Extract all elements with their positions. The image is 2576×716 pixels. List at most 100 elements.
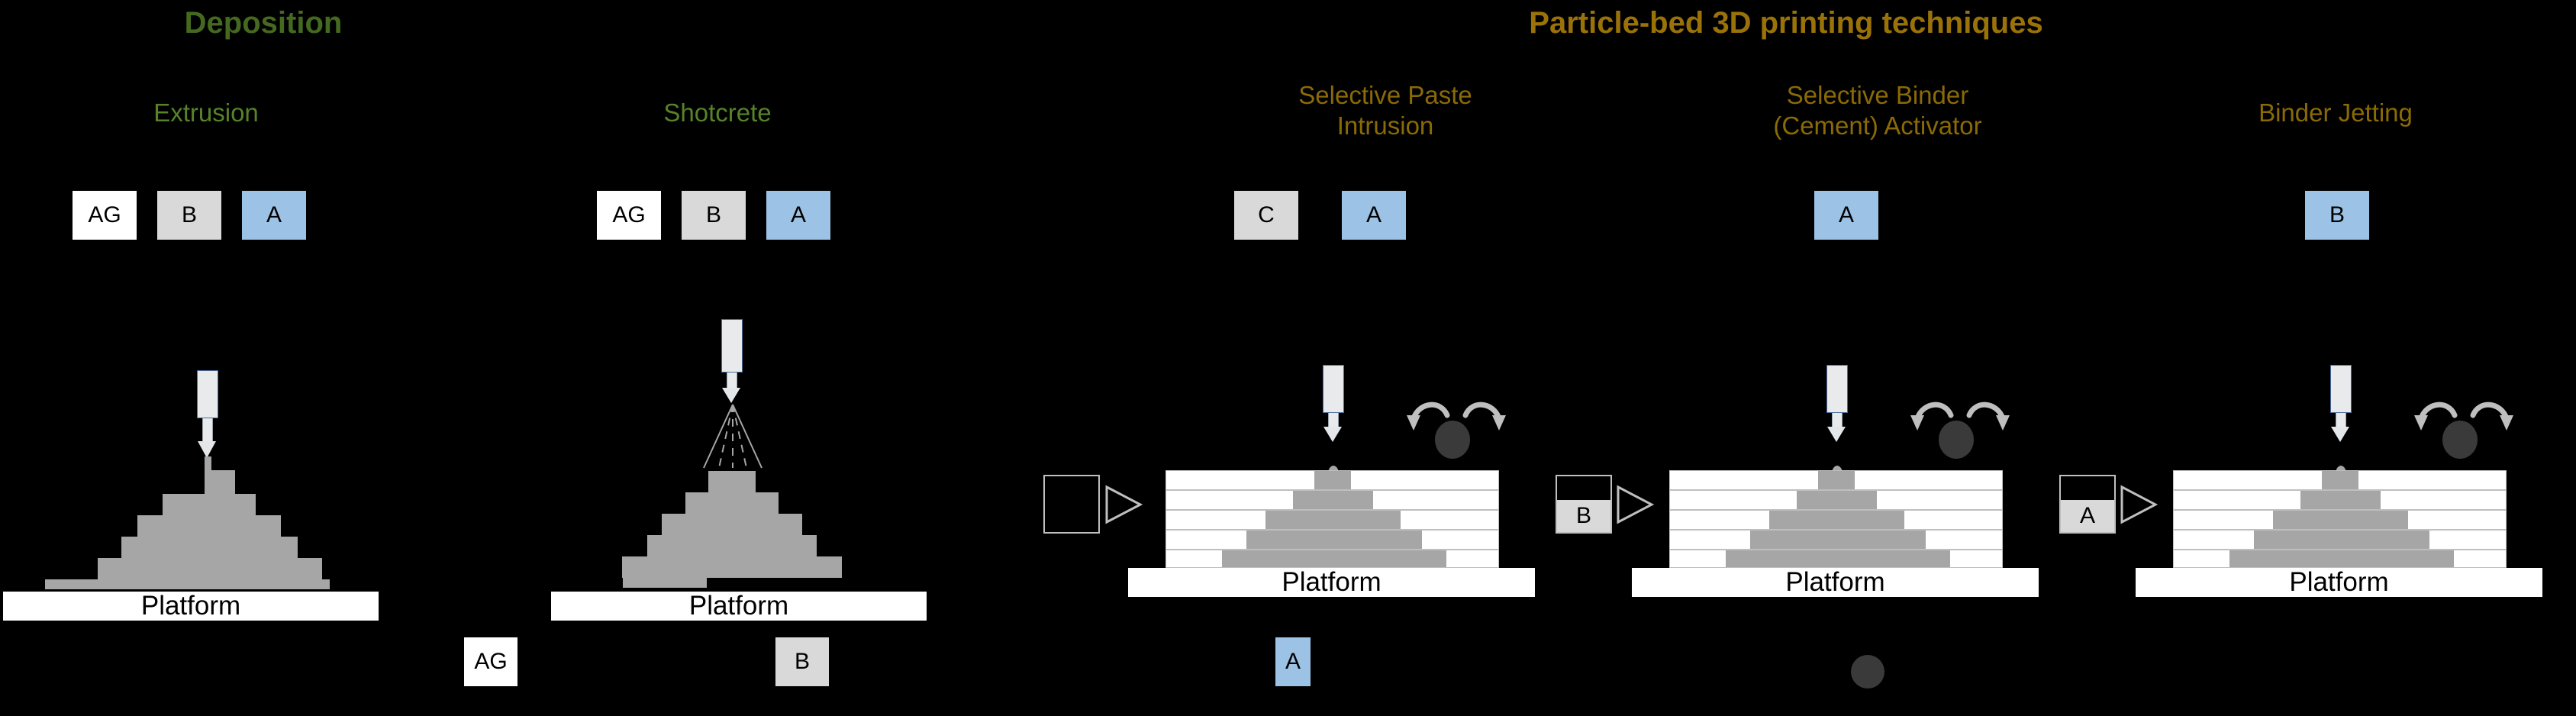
technique-label-binder-jetting: Binder Jetting [2258,98,2413,127]
chip-label: AG [612,202,646,227]
legend-chip-spi[interactable]: A [1275,637,1311,686]
spi-nozzle-body [1323,365,1344,413]
sba-layer2-fill [1750,531,1926,549]
platform-extrusion-bar: Platform [3,591,379,621]
chip-sba-0[interactable]: A [1814,191,1878,240]
roller-rotation-arrows-bj [2414,402,2513,431]
extrusion-step-4 [163,494,256,515]
platform-sba: Platform [1632,567,2039,597]
chip-extrusion-1[interactable]: B [157,191,221,240]
bj-layer4-fill [2300,491,2381,509]
extrusion-nozzle-body [197,370,218,418]
extrusion-step-1 [98,558,322,579]
platform-spi: Platform [1128,567,1535,597]
bj-bed-line-3 [2173,529,2507,531]
legend-chip-extrusion[interactable]: AG [464,637,517,686]
roller-rotation-arrows-spi [1407,402,1506,431]
sba-bed-line-2 [1669,509,2003,511]
bj-layer2-fill [2254,531,2429,549]
feedbox-fill-bj: A [2061,500,2114,532]
shotcrete-nozzle-body [721,319,743,373]
chip-spi-1[interactable]: A [1342,191,1406,240]
sba-bed-line-1 [1669,489,2003,491]
shotcrete-nozzle-tip [722,388,740,403]
bj-bed-line-1 [2173,489,2507,491]
feed-arrow-sba [1617,485,1654,524]
feedbox-bj[interactable]: A [2059,475,2116,534]
chip-label: B [705,202,721,227]
chip-extrusion-0[interactable]: AG [73,191,137,240]
extrusion-filament [205,456,211,470]
legend-chip-label: B [794,649,810,674]
platform-label-text: Platform [1785,567,1885,597]
group-title-deposition: Deposition [184,6,343,40]
technique-label-line1: Selective Binder [1786,81,1969,109]
chip-shotcrete-2[interactable]: A [766,191,830,240]
legend-chip-shotcrete[interactable]: B [775,637,829,686]
feedbox-sba[interactable]: B [1556,475,1612,534]
roller-spi [1435,421,1470,459]
spi-layer1-fill [1222,550,1446,567]
feedbox-fill-sba: B [1557,500,1610,532]
chip-label: A [266,202,282,227]
feedbox-label: B [1575,503,1591,528]
spi-bed-line-4 [1165,549,1499,550]
chip-shotcrete-1[interactable]: B [682,191,746,240]
legend-chip-label: A [1285,649,1301,674]
technique-label-line1: Selective Paste [1298,81,1472,109]
platform-label-text: Platform [140,591,241,621]
technique-label-selective-binder-cement-activator: Selective Binder (Cement) Activator [1626,80,2129,141]
extrusion-step-2 [121,537,298,558]
roller-bj [2442,421,2478,459]
roller-sba [1939,421,1974,459]
feed-arrow-spi [1105,485,1143,524]
group-title-particle-bed: Particle-bed 3D printing techniques [1529,6,2043,40]
chip-shotcrete-0[interactable]: AG [597,191,661,240]
feedbox-spi[interactable] [1043,475,1100,534]
sba-nozzle-body [1826,365,1848,413]
sba-layer1-fill [1726,550,1950,567]
feedbox-label: A [2079,503,2095,528]
chip-extrusion-2[interactable]: A [242,191,306,240]
bj-nozzle-neck [2336,413,2346,428]
shotcrete-step-5 [708,471,756,492]
sba-nozzle-neck [1832,413,1843,428]
spi-layer2-fill [1246,531,1422,549]
spi-layer3-fill [1265,511,1401,529]
spi-layer5-fill [1314,471,1351,489]
shotcrete-step-2 [647,535,817,556]
chip-spi-0[interactable]: C [1234,191,1298,240]
sba-layer3-fill [1769,511,1904,529]
extrusion-step-0 [45,579,153,589]
platform-label-text: Platform [1282,567,1381,597]
shotcrete-step-0 [623,578,707,588]
chip-label: B [2329,202,2345,227]
sba-nozzle-tip [1827,427,1846,442]
platform-shotcrete-bar: Platform [551,591,927,621]
extrusion-step-3 [137,515,281,537]
extrusion-step-0b [153,579,330,589]
bj-nozzle-tip [2331,427,2349,442]
sba-bed-line-3 [1669,529,2003,531]
chip-label: B [181,202,197,227]
extrusion-step-5 [205,470,235,494]
technique-label-line2: Intrusion [1336,111,1434,140]
technique-label-line2: (Cement) Activator [1773,111,1982,140]
spi-bed-line-2 [1165,509,1499,511]
spi-nozzle-tip [1323,427,1342,442]
shotcrete-step-1 [622,556,842,578]
platform-label-text: Platform [2289,567,2389,597]
technique-label-selective-paste-intrusion: Selective Paste Intrusion [1175,80,1595,141]
extrusion-nozzle-neck [202,418,213,443]
sba-bed-line-4 [1669,549,2003,550]
chip-binder-jetting-0[interactable]: B [2305,191,2369,240]
legend-chip-label: AG [474,649,508,674]
chip-label: A [1838,202,1854,227]
bj-layer5-fill [2322,471,2358,489]
shotcrete-step-3 [662,514,802,535]
bj-layer3-fill [2273,511,2408,529]
shotcrete-spray-cone [703,404,762,469]
spi-bed-line-3 [1165,529,1499,531]
extrusion-nozzle-tip [198,441,216,458]
bj-layer1-fill [2229,550,2454,567]
